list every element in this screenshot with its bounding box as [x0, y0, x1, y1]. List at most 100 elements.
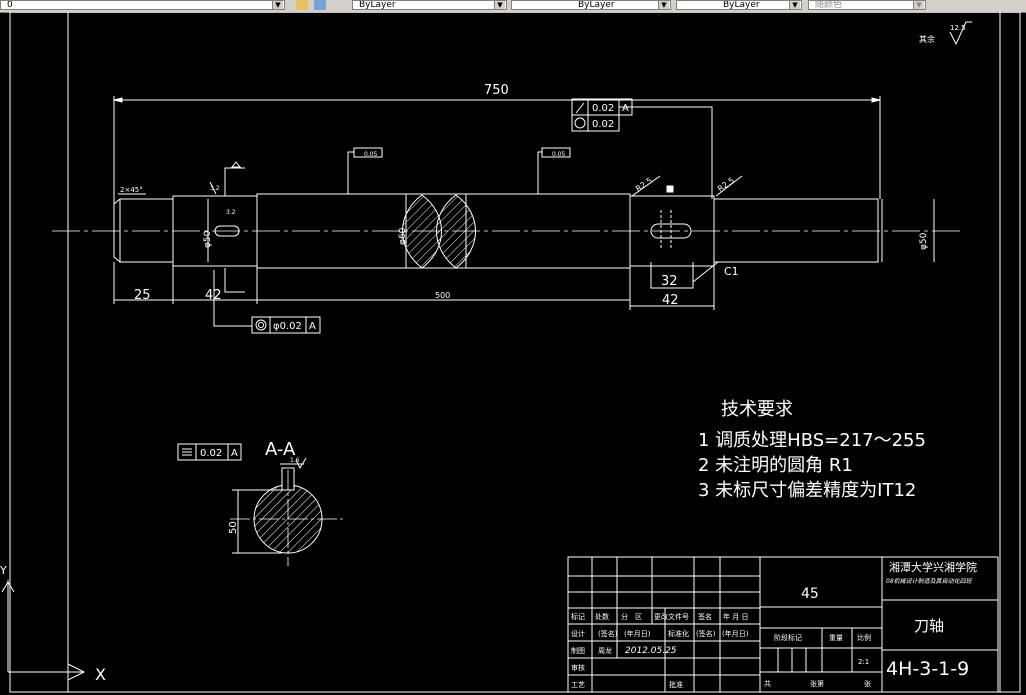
tb-label-sign: 签名	[698, 612, 712, 621]
tol-flat-datum: A	[231, 448, 238, 459]
tb-label-process: 工艺	[571, 681, 585, 689]
linetype-combo[interactable]: ByLayer ▼	[511, 0, 671, 10]
tb-label-design: 设计	[571, 629, 585, 638]
dim-42-right: 42	[662, 293, 679, 308]
roughness-flag-2	[537, 147, 571, 194]
tolerance-frame-runout	[571, 98, 713, 199]
dim-bottom-lines	[113, 261, 740, 327]
tb-label-sign-paren-2: (签名)	[696, 629, 716, 638]
layer-properties-icon[interactable]	[296, 0, 308, 10]
layer-combo-value: 0	[7, 0, 13, 10]
tb-draft-date: 2012.05.25	[625, 646, 677, 656]
roughness-symbol-icon	[949, 21, 972, 46]
dia-60: φ60	[398, 227, 408, 245]
dia-dim-lines	[207, 199, 935, 262]
layer-previous-icon[interactable]	[314, 0, 326, 10]
tech-req-item-2: 2 未注明的圆角 R1	[698, 455, 853, 476]
tb-label-sheet: 张	[864, 679, 871, 688]
tb-label-zone: 分 区	[621, 612, 642, 621]
chevron-down-icon[interactable]: ▼	[658, 1, 669, 9]
tb-label-date-paren-2: (年月日)	[722, 629, 749, 638]
tb-class-name: 08机械设计制造及其自动化四班	[886, 577, 973, 585]
lineweight-combo[interactable]: ByLayer ▼	[676, 0, 802, 10]
dim-overall-line	[113, 96, 881, 204]
dim-500: 500	[435, 291, 450, 300]
tb-school: 湘潭大学兴湘学院	[889, 560, 977, 574]
tb-label-stage-mark: 阶段标记	[774, 633, 802, 642]
plotstyle-combo-value: 随颜色	[815, 0, 843, 10]
keyway-left	[214, 225, 240, 237]
keyway-right	[650, 210, 692, 250]
tb-scale-value: 2:1	[858, 658, 869, 666]
datum-leader-left	[209, 161, 245, 293]
tol-flat-value: 0.02	[200, 448, 222, 459]
roughness-section: 1.6	[290, 457, 300, 464]
tb-label-mark: 标记	[571, 612, 585, 621]
dim-25: 25	[134, 288, 151, 303]
shaft-break-section	[402, 194, 476, 269]
rough-flag-2-text: 0.05	[552, 151, 566, 158]
tol-roundness-value: 0.02	[592, 119, 614, 130]
tb-label-sheets: 张第	[810, 679, 824, 688]
tb-label-standardize: 标准化	[668, 629, 689, 638]
ucs-icon	[1, 580, 86, 681]
chevron-down-icon[interactable]: ▼	[272, 1, 283, 9]
tb-label-change-doc: 更改文件号	[654, 612, 689, 621]
ucs-x-label: X	[95, 665, 106, 684]
r25-leaders	[631, 175, 743, 197]
section-a-a-view	[230, 457, 344, 566]
layer-combo[interactable]: 0 ▼	[0, 0, 285, 10]
roughness-value: 12.5	[950, 24, 966, 32]
tech-req-item-3: 3 未标尺寸偏差精度为IT12	[698, 480, 916, 501]
tb-label-review: 审核	[571, 663, 585, 672]
chamfer-label: 2×45°	[120, 186, 143, 194]
tol-runout-datum: A	[622, 103, 629, 114]
dim-32: 32	[661, 274, 678, 289]
tb-label-date: 年 月 日	[723, 612, 748, 621]
c1-label: C1	[724, 265, 739, 278]
tb-label-total: 共	[764, 679, 771, 688]
roughness-small-1: 3.2	[210, 185, 220, 192]
tb-label-approve: 批准	[669, 680, 683, 689]
tol-coax-datum: A	[309, 321, 316, 332]
dia-50-right: φ50	[919, 232, 929, 250]
properties-toolbar: 0 ▼ ByLayer ▼ ByLayer ▼ ByLayer ▼ 随颜色 ▼	[0, 0, 1026, 13]
tb-part-name: 刀轴	[914, 617, 944, 635]
tech-req-item-1: 1 调质处理HBS=217～255	[698, 430, 926, 451]
dim-42-left: 42	[205, 288, 222, 303]
ucs-y-label: Y	[0, 564, 7, 577]
tol-coax-value: φ0.02	[273, 321, 302, 332]
roughness-small-2: 3.2	[226, 209, 236, 216]
tol-runout-value: 0.02	[592, 103, 614, 114]
tech-req-title: 技术要求	[721, 399, 793, 420]
tb-drafter: 周龙	[598, 646, 612, 655]
tb-label-sign-paren: (签名)	[598, 629, 618, 638]
drawing-canvas[interactable]: X Y 其余 12.5 750	[0, 12, 1026, 695]
section-title: A-A	[265, 439, 296, 460]
plotstyle-combo[interactable]: 随颜色 ▼	[808, 0, 926, 10]
tolerance-frame-coax	[251, 316, 321, 334]
roughness-flag-1	[347, 147, 383, 194]
chevron-down-icon[interactable]: ▼	[789, 1, 800, 9]
linetype-combo-value: ByLayer	[578, 0, 615, 10]
tb-material: 45	[801, 586, 819, 602]
rough-flag-1-text: 0.05	[364, 151, 378, 158]
tb-label-scale: 比例	[857, 633, 871, 642]
chevron-down-icon[interactable]: ▼	[494, 1, 505, 9]
drawing-frame	[9, 12, 1021, 693]
tb-label-drafting: 制图	[571, 646, 585, 655]
tolerance-frame-flatness	[177, 443, 242, 461]
r25-right: R2.5	[716, 176, 736, 194]
r25-left: R2.5	[634, 176, 654, 194]
lineweight-combo-value: ByLayer	[723, 0, 760, 10]
roughness-note: 其余	[919, 34, 935, 44]
tb-label-weight: 重量	[829, 634, 843, 642]
title-block	[567, 556, 999, 693]
section-dim: 50	[228, 521, 239, 534]
chevron-down-icon[interactable]: ▼	[913, 1, 924, 9]
color-combo[interactable]: ByLayer ▼	[352, 0, 507, 10]
tb-drawing-no: 4H-3-1-9	[886, 658, 969, 680]
dim-overall-text: 750	[484, 83, 509, 98]
tb-label-date-paren: (年月日)	[624, 629, 651, 638]
color-combo-value: ByLayer	[359, 0, 396, 10]
